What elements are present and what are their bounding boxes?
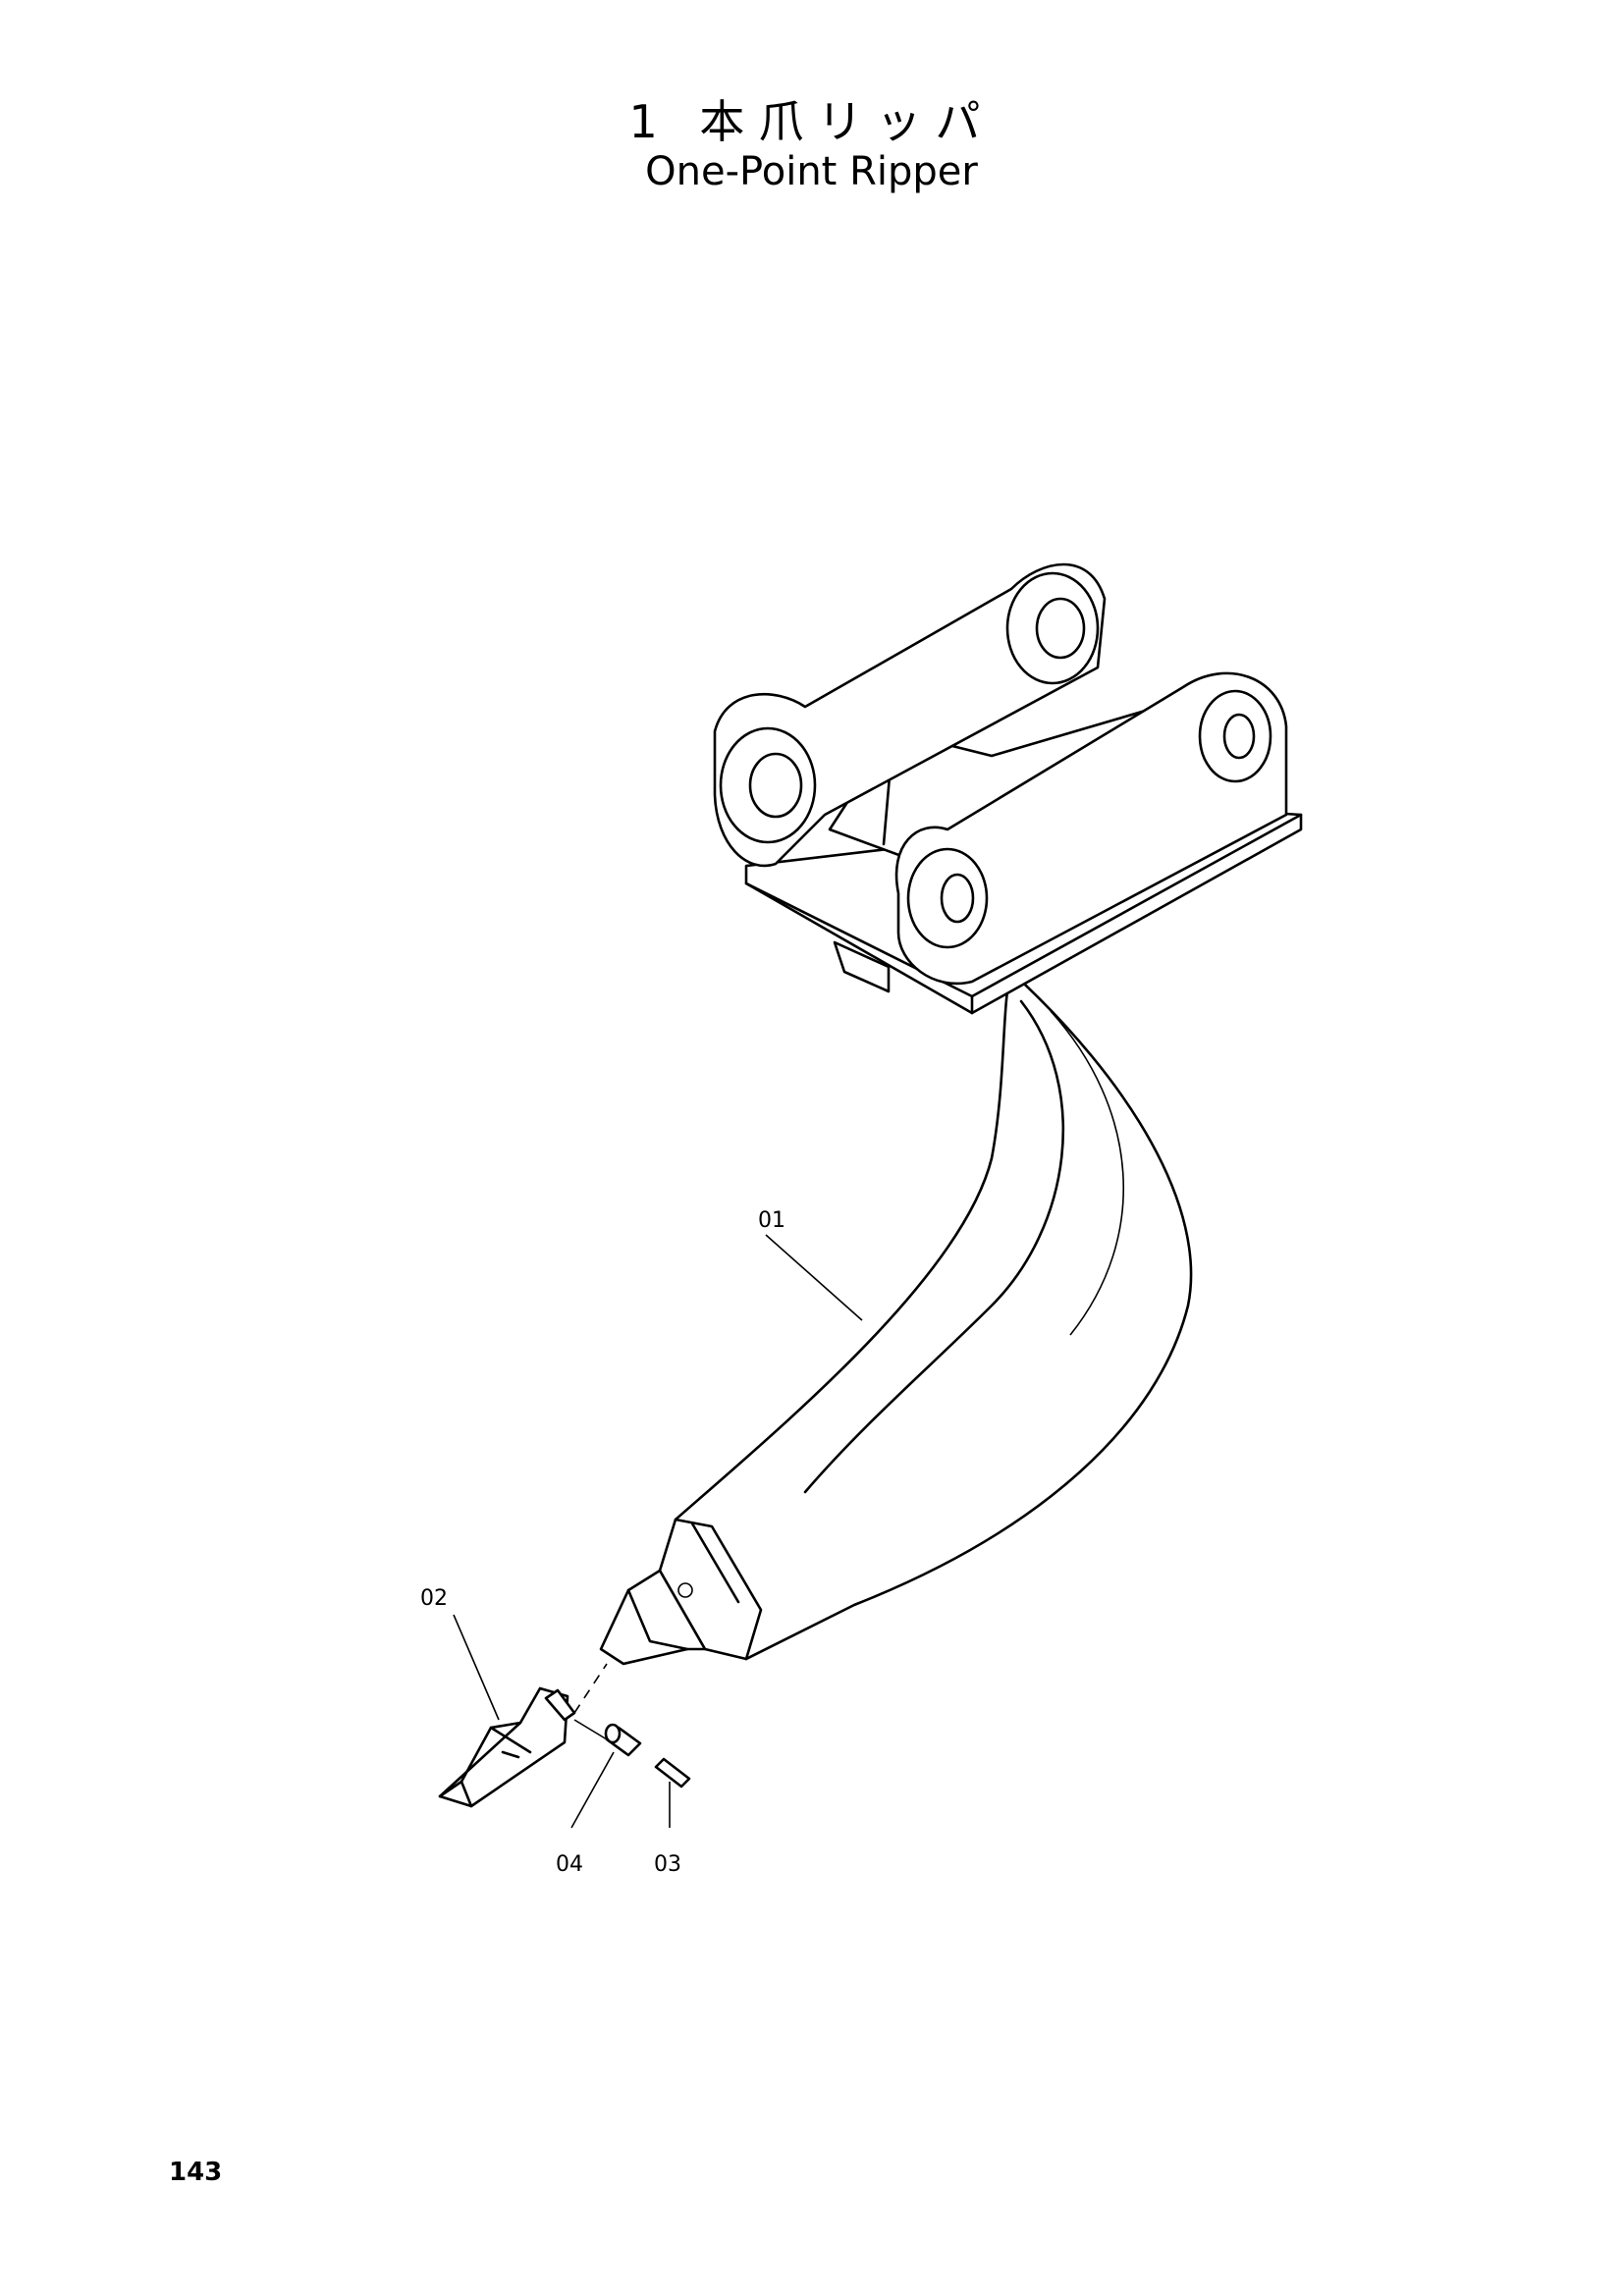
mounting-bracket — [713, 562, 1303, 1015]
lock — [604, 1723, 642, 1757]
callout-03: 03 — [654, 1852, 681, 1877]
leader-04 — [570, 1751, 615, 1829]
callout-04: 04 — [556, 1852, 583, 1877]
callout-01: 01 — [758, 1208, 785, 1233]
tooth-point — [438, 1686, 576, 1808]
title-english: One-Point Ripper — [645, 149, 978, 194]
title-japanese: 1 本爪リッパ — [628, 95, 995, 148]
ripper-shank — [599, 970, 1193, 1666]
leader-01 — [765, 1234, 863, 1321]
alignment-line — [573, 1719, 608, 1740]
page-number: 143 — [169, 2158, 223, 2187]
alignment-dash — [573, 1663, 608, 1714]
pin — [654, 1757, 691, 1789]
callout-02: 02 — [420, 1586, 448, 1611]
leader-02 — [453, 1614, 500, 1721]
